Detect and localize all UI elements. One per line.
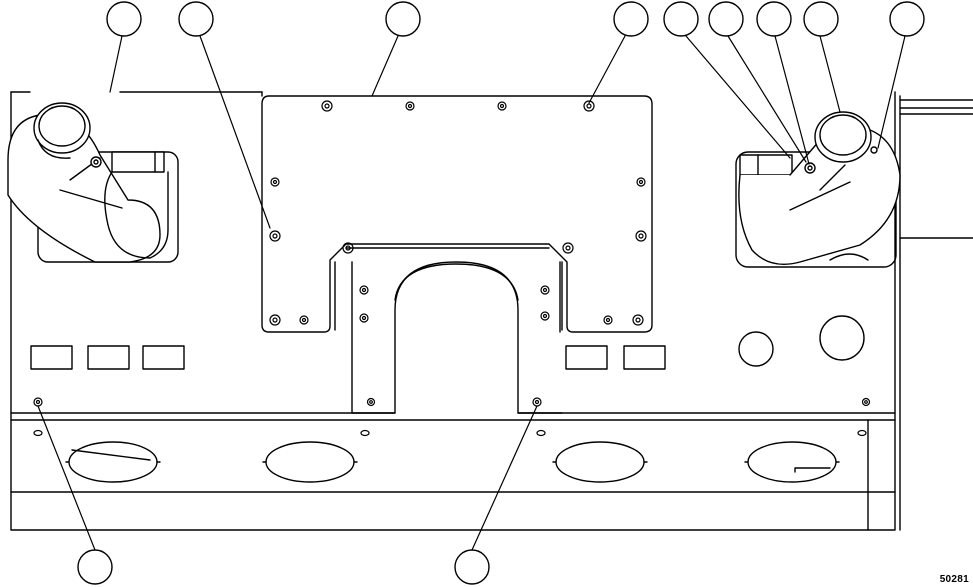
screw	[636, 177, 646, 187]
screw	[536, 429, 546, 437]
rect-opening	[87, 345, 130, 370]
screw	[632, 314, 644, 326]
oval-cutout	[265, 441, 355, 483]
callout-bubble	[385, 1, 421, 37]
oval-cutout	[747, 441, 837, 483]
screw	[635, 230, 647, 242]
callout-bubble	[803, 1, 839, 37]
callout-bubble	[756, 1, 792, 37]
left-elbow-assembly	[7, 102, 179, 263]
right-elbow-cap	[814, 111, 872, 163]
screw	[299, 315, 309, 325]
rectangular-openings	[30, 345, 666, 370]
rect-opening	[142, 345, 185, 370]
cover-plate	[261, 95, 653, 333]
left-elbow-cap	[33, 102, 91, 154]
callout-bubble	[708, 1, 744, 37]
callout-bubble	[663, 1, 699, 37]
callout-bubble	[178, 1, 214, 37]
screw	[33, 429, 43, 437]
screw	[583, 100, 595, 112]
round-openings	[738, 315, 865, 367]
screw	[360, 429, 370, 437]
screw	[540, 285, 550, 295]
main-panel	[10, 91, 973, 531]
rect-opening	[30, 345, 73, 370]
callout-bubble	[613, 1, 649, 37]
screw	[603, 315, 613, 325]
screw	[562, 242, 574, 254]
screw	[269, 230, 281, 242]
oval-cutouts	[65, 441, 840, 483]
round-opening	[819, 315, 865, 361]
screw	[540, 311, 550, 321]
rect-opening	[623, 345, 666, 370]
right-elbow-assembly	[735, 111, 901, 268]
screw	[532, 397, 542, 407]
screw	[366, 397, 376, 407]
callout-bubble	[889, 1, 925, 37]
screw	[270, 177, 280, 187]
screw	[405, 101, 415, 111]
screw	[359, 313, 369, 323]
callout-bubble	[454, 549, 490, 585]
oval-cutout	[68, 441, 158, 483]
screw	[861, 397, 871, 407]
screw	[269, 314, 281, 326]
round-opening	[738, 331, 774, 367]
callout-bubble	[106, 1, 142, 37]
callout-bubbles	[77, 1, 925, 585]
screw	[857, 429, 867, 437]
screw	[359, 285, 369, 295]
fasteners	[33, 100, 871, 437]
screw	[33, 397, 43, 407]
oval-cutout	[555, 441, 645, 483]
callout-bubble	[77, 549, 113, 585]
screw	[342, 242, 354, 254]
rect-opening	[565, 345, 608, 370]
screw	[497, 101, 507, 111]
arch-cutout	[351, 261, 563, 414]
figure-id-label: 50281	[939, 574, 969, 585]
leader-lines	[37, 35, 906, 551]
screw	[321, 100, 333, 112]
